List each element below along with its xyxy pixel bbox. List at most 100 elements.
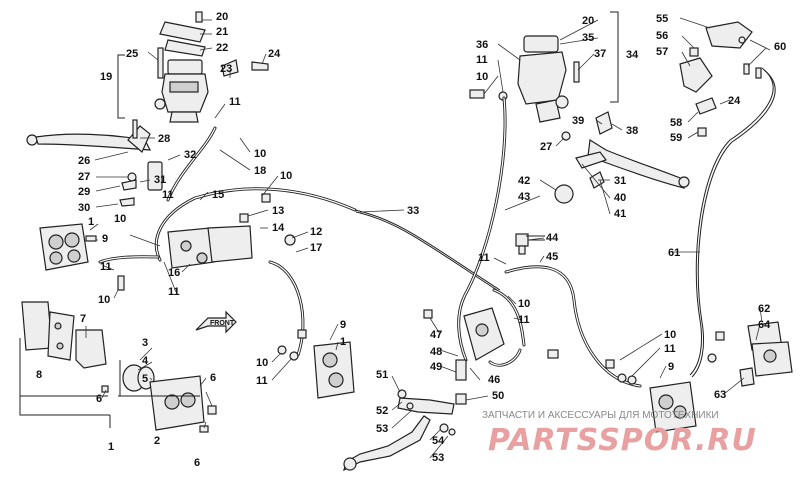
callout-label-10: 10 bbox=[476, 71, 488, 83]
leader-lines bbox=[85, 17, 771, 459]
callout-label-42: 42 bbox=[518, 175, 530, 187]
master-cylinder-right bbox=[469, 11, 619, 141]
right-calipers bbox=[605, 321, 793, 433]
callout-label-16: 16 bbox=[168, 267, 180, 279]
small-lever-parts bbox=[119, 161, 163, 207]
callout-label-31: 31 bbox=[154, 174, 166, 186]
callout-label-13: 13 bbox=[272, 205, 284, 217]
callout-label-61: 61 bbox=[668, 247, 680, 259]
callout-label-19: 19 bbox=[100, 71, 112, 83]
callout-label-1: 1 bbox=[108, 441, 114, 453]
callout-label-24: 24 bbox=[268, 48, 281, 60]
callout-label-28: 28 bbox=[158, 133, 170, 145]
watermark: ЗАПЧАСТИ И АКСЕССУАРЫ ДЛЯ МОТОТЕХНИКИ PA… bbox=[482, 410, 757, 458]
callout-label-1: 1 bbox=[340, 336, 346, 348]
callout-label-50: 50 bbox=[492, 390, 504, 402]
callout-label-11: 11 bbox=[168, 286, 180, 298]
callout-label-24: 24 bbox=[728, 95, 741, 107]
callout-label-21: 21 bbox=[216, 26, 228, 38]
right-brake-lever bbox=[554, 138, 690, 204]
left-brake-lever bbox=[26, 119, 152, 153]
callout-label-11: 11 bbox=[162, 189, 174, 201]
callout-label-63: 63 bbox=[714, 389, 726, 401]
middle-caliper bbox=[277, 329, 355, 399]
front-direction-arrow: FRONT bbox=[195, 310, 237, 334]
callout-label-20: 20 bbox=[582, 15, 594, 27]
callout-label-35: 35 bbox=[582, 32, 594, 44]
callout-label-38: 38 bbox=[626, 125, 638, 137]
callout-label-32: 32 bbox=[184, 149, 196, 161]
callout-label-9: 9 bbox=[102, 233, 108, 245]
rear-brake-pedal bbox=[343, 389, 456, 472]
callout-label-56: 56 bbox=[656, 30, 668, 42]
callout-label-25: 25 bbox=[126, 48, 138, 60]
callout-label-53: 53 bbox=[432, 452, 444, 464]
watermark-caption: ЗАПЧАСТИ И АКСЕССУАРЫ ДЛЯ МОТОТЕХНИКИ bbox=[482, 410, 719, 421]
master-cylinder-left bbox=[117, 11, 269, 123]
lower-left-caliper-exploded bbox=[19, 301, 217, 433]
callout-label-48: 48 bbox=[430, 346, 442, 358]
callout-label-3: 3 bbox=[142, 337, 148, 349]
callout-label-60: 60 bbox=[774, 41, 786, 53]
callout-label-10: 10 bbox=[114, 213, 126, 225]
callout-label-33: 33 bbox=[407, 205, 419, 217]
callout-label-8: 8 bbox=[36, 369, 42, 381]
callout-label-62: 62 bbox=[758, 303, 770, 315]
callout-label-51: 51 bbox=[376, 369, 388, 381]
callout-label-10: 10 bbox=[98, 294, 110, 306]
front-left-caliper bbox=[39, 223, 125, 291]
callout-label-40: 40 bbox=[614, 192, 626, 204]
rear-master-cylinder bbox=[423, 307, 559, 405]
callout-label-45: 45 bbox=[546, 251, 558, 263]
callout-label-31: 31 bbox=[614, 175, 626, 187]
callout-label-10: 10 bbox=[256, 357, 268, 369]
callout-label-6: 6 bbox=[194, 457, 200, 469]
callout-label-64: 64 bbox=[758, 319, 771, 331]
callout-label-53: 53 bbox=[376, 423, 388, 435]
callout-label-41: 41 bbox=[614, 208, 626, 220]
callout-label-30: 30 bbox=[78, 202, 90, 214]
callout-label-17: 17 bbox=[310, 242, 322, 254]
callout-label-27: 27 bbox=[78, 171, 90, 183]
callout-label-43: 43 bbox=[518, 191, 530, 203]
brake-splitter-block bbox=[167, 193, 296, 269]
callout-label-37: 37 bbox=[594, 48, 606, 60]
callout-label-36: 36 bbox=[476, 39, 488, 51]
callout-label-39: 39 bbox=[572, 115, 584, 127]
callout-label-59: 59 bbox=[670, 132, 682, 144]
callout-label-18: 18 bbox=[254, 165, 266, 177]
callout-label-6: 6 bbox=[210, 372, 216, 384]
watermark-logo: PARTSSPOR.RU bbox=[488, 423, 757, 458]
thumb-throttle-parts bbox=[679, 21, 776, 378]
callout-label-52: 52 bbox=[376, 405, 388, 417]
callout-label-15: 15 bbox=[212, 189, 224, 201]
callout-label-11: 11 bbox=[478, 252, 490, 264]
callout-label-5: 5 bbox=[142, 373, 148, 385]
callout-label-4: 4 bbox=[142, 355, 149, 367]
callout-label-34: 34 bbox=[626, 49, 639, 61]
callout-label-46: 46 bbox=[488, 374, 500, 386]
callout-label-2: 2 bbox=[154, 435, 160, 447]
callout-label-49: 49 bbox=[430, 361, 442, 373]
callout-label-11: 11 bbox=[664, 343, 676, 355]
callout-label-29: 29 bbox=[78, 186, 90, 198]
right-hoses bbox=[457, 96, 642, 388]
callout-label-20: 20 bbox=[216, 11, 228, 23]
callout-label-26: 26 bbox=[78, 155, 90, 167]
callout-label-47: 47 bbox=[430, 329, 442, 341]
callout-label-14: 14 bbox=[272, 222, 285, 234]
callout-label-10: 10 bbox=[518, 298, 530, 310]
callout-label-9: 9 bbox=[340, 319, 346, 331]
callout-label-11: 11 bbox=[229, 96, 241, 108]
callout-label-27: 27 bbox=[540, 141, 552, 153]
callout-label-10: 10 bbox=[254, 148, 266, 160]
callout-label-10: 10 bbox=[280, 170, 292, 182]
callout-label-11: 11 bbox=[518, 314, 530, 326]
callout-label-6: 6 bbox=[96, 393, 102, 405]
callout-label-10: 10 bbox=[664, 329, 676, 341]
callout-label-54: 54 bbox=[432, 435, 445, 447]
callout-label-55: 55 bbox=[656, 13, 668, 25]
